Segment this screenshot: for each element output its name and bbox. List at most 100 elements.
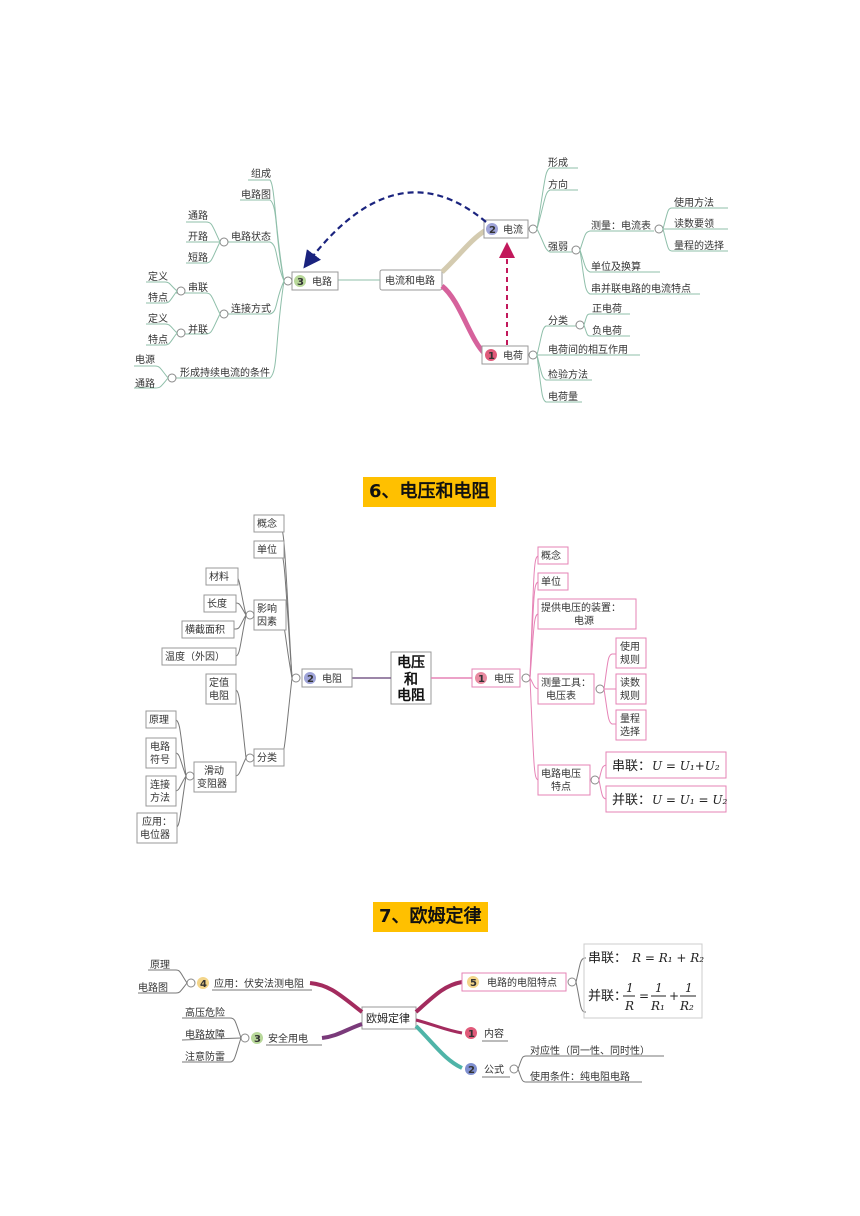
series-formula-box [605, 751, 727, 779]
node: 电路电压 [541, 767, 581, 780]
section-heading-7: 7、欧姆定律 [373, 902, 488, 932]
node: 温度（外因） [165, 650, 225, 663]
node: 串联 [188, 282, 208, 294]
collapse-icon[interactable] [219, 309, 229, 319]
resist-node-box [301, 668, 353, 688]
node: 正电荷 [592, 302, 622, 315]
collapse-icon[interactable] [176, 286, 186, 296]
node: 使用 [620, 640, 640, 653]
edge [254, 677, 293, 759]
edge [536, 228, 572, 253]
frac-denominator: R [624, 999, 634, 1013]
node: 单位及换算 [591, 260, 641, 273]
node: 高压危险 [185, 1006, 225, 1019]
node: 概念 [541, 549, 561, 562]
collapse-icon[interactable] [567, 977, 577, 987]
edge [414, 1024, 463, 1070]
collapse-icon[interactable] [528, 224, 538, 234]
collapse-icon[interactable] [185, 771, 195, 781]
edge [309, 981, 364, 1014]
num-badge [304, 672, 316, 684]
series-label: 串联： [612, 759, 651, 774]
node: 使用条件：纯电阻电路 [530, 1070, 630, 1083]
num-badge-text: 2 [489, 225, 496, 236]
edge [579, 249, 700, 295]
collapse-icon[interactable] [240, 1033, 250, 1043]
num-badge-text: 1 [478, 674, 485, 685]
collapse-icon[interactable] [528, 350, 538, 360]
dashed-arrow-current-to-circuit [303, 191, 487, 269]
collapse-icon[interactable] [291, 673, 301, 683]
node: 定值 [209, 676, 229, 689]
edge [186, 241, 221, 264]
parallel-label: 并联： [612, 793, 651, 808]
frac-denominator: R₁ [650, 999, 665, 1013]
collapse-icon[interactable] [571, 245, 581, 255]
edge [176, 313, 221, 335]
node: 特点 [551, 781, 571, 793]
node: 并联 [188, 323, 208, 336]
edge [536, 325, 580, 356]
edge [517, 1068, 642, 1083]
num-badge [467, 976, 479, 988]
edge [146, 281, 178, 292]
collapse-icon[interactable] [575, 320, 585, 330]
num-badge [294, 275, 306, 287]
collapse-icon[interactable] [167, 373, 177, 383]
safe-node-label: 安全用电 [268, 1032, 308, 1045]
collapse-icon[interactable] [176, 328, 186, 338]
edge [176, 292, 221, 315]
collapse-icon[interactable] [219, 237, 229, 247]
edge [583, 324, 630, 337]
num-badge [475, 672, 487, 684]
node: 单位 [257, 543, 277, 556]
charge-node-label: 电荷 [503, 349, 523, 362]
collapse-icon[interactable] [509, 1064, 519, 1074]
collapse-icon[interactable] [595, 684, 605, 694]
node: 对应性（同一性、同时性） [530, 1044, 650, 1057]
edge [182, 614, 247, 630]
section-heading-6: 6、电压和电阻 [363, 477, 496, 507]
parallel-label: 并联： [588, 989, 627, 1004]
node: 电压表 [546, 689, 576, 702]
center-node-line: 电阻 [397, 687, 425, 704]
node: 读数要领 [674, 217, 714, 230]
edge [228, 280, 285, 315]
collapse-icon[interactable] [654, 224, 664, 234]
edge [176, 280, 285, 379]
resist-feature-label: 电路的电阻特点 [487, 976, 557, 989]
node: 测量工具： [541, 676, 591, 689]
edge [181, 1037, 242, 1041]
formula-node-label: 公式 [484, 1063, 504, 1076]
mindmap-current-circuit: 电流和电路 3 电路 组成 电路图 电路状态 连接方式 形成持续电流的条件 通路… [134, 157, 728, 403]
node-box [136, 812, 178, 844]
center-node-line: 电压 [397, 654, 425, 671]
collapse-icon[interactable] [590, 775, 600, 785]
node: 电源 [135, 353, 155, 366]
collapse-icon[interactable] [283, 276, 293, 286]
edge [440, 284, 487, 356]
edge [579, 230, 654, 251]
edge [146, 323, 178, 334]
node: 电路 [150, 740, 170, 753]
node: 单位 [541, 575, 561, 588]
node: 电路图 [138, 981, 168, 994]
node-box [537, 764, 591, 796]
node-box [615, 673, 647, 705]
edge [182, 1017, 242, 1039]
num-badge-text: 2 [307, 674, 314, 685]
node: 因素 [257, 615, 277, 628]
node: 变阻器 [197, 777, 227, 790]
collapse-icon[interactable] [521, 673, 531, 683]
node: 量程的选择 [674, 239, 724, 252]
edge [321, 1022, 363, 1040]
collapse-icon[interactable] [245, 753, 255, 763]
collapse-icon[interactable] [186, 978, 196, 988]
node-box [253, 514, 285, 533]
frac-numerator: 1 [655, 981, 663, 995]
node: 开路 [188, 230, 208, 243]
edge [603, 688, 616, 725]
edge [134, 377, 169, 389]
node-box [537, 673, 595, 705]
collapse-icon[interactable] [245, 610, 255, 620]
